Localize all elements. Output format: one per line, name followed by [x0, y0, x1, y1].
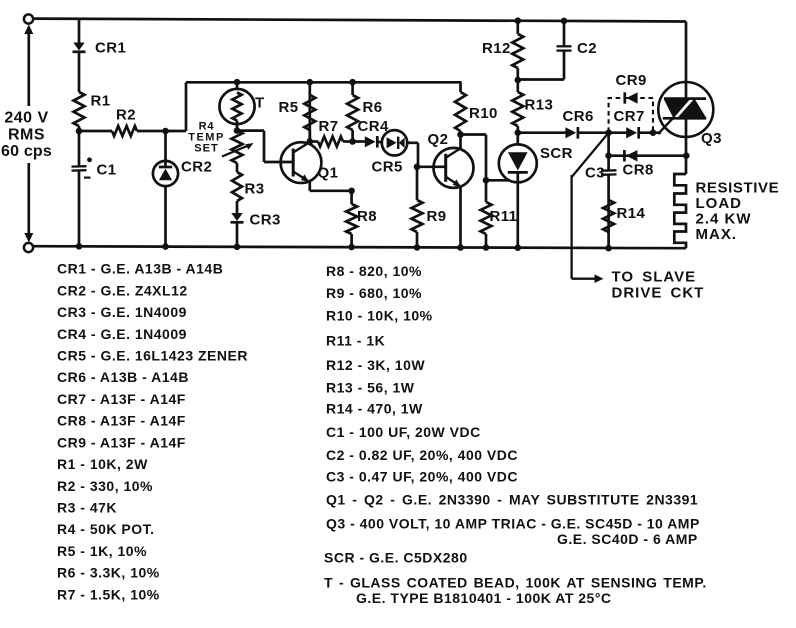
- svg-text:CR3 - G.E. 1N4009: CR3 - G.E. 1N4009: [57, 304, 187, 320]
- svg-text:R3 - 47K: R3 - 47K: [57, 500, 117, 516]
- svg-text:R13 - 56, 1W: R13 - 56, 1W: [326, 380, 415, 396]
- svg-text:R6 - 3.3K, 10%: R6 - 3.3K, 10%: [57, 565, 160, 581]
- svg-text:SCR - G.E. C5DX280: SCR - G.E. C5DX280: [324, 550, 468, 566]
- svg-text:R14: R14: [617, 205, 646, 222]
- svg-text:CR3: CR3: [250, 212, 281, 229]
- svg-text:CR2 - G.E. Z4XL12: CR2 - G.E. Z4XL12: [57, 282, 188, 298]
- svg-text:C1: C1: [97, 162, 117, 179]
- svg-text:60 cps: 60 cps: [1, 143, 52, 160]
- svg-text:R1: R1: [91, 93, 111, 110]
- svg-text:R8 - 820, 10%: R8 - 820, 10%: [326, 263, 422, 279]
- svg-text:R2 - 330, 10%: R2 - 330, 10%: [57, 478, 153, 494]
- svg-text:CR5 - G.E. 16L1423 ZENER: CR5 - G.E. 16L1423 ZENER: [57, 348, 248, 364]
- svg-text:R9: R9: [427, 208, 447, 225]
- svg-text:MAX.: MAX.: [696, 226, 738, 243]
- svg-text:CR8 - A13F - A14F: CR8 - A13F - A14F: [57, 413, 186, 429]
- svg-text:R4: R4: [199, 121, 215, 133]
- svg-text:T - GLASS COATED BEAD, 100K AT: T - GLASS COATED BEAD, 100K AT SENSING T…: [324, 575, 707, 591]
- svg-text:R3: R3: [245, 181, 265, 198]
- svg-text:CR4 - G.E. 1N4009: CR4 - G.E. 1N4009: [57, 326, 187, 342]
- svg-text:Q3 - 400 VOLT, 10 AMP TRIAC -: Q3 - 400 VOLT, 10 AMP TRIAC - G.E. SC45D…: [326, 515, 700, 531]
- svg-text:R4 - 50K POT.: R4 - 50K POT.: [57, 521, 155, 537]
- svg-text:R9 - 680, 10%: R9 - 680, 10%: [326, 285, 422, 301]
- svg-text:RMS: RMS: [8, 127, 45, 144]
- svg-text:C2: C2: [577, 40, 597, 57]
- svg-text:Q1 - Q2 - G.E. 2N3390 - MAY SU: Q1 - Q2 - G.E. 2N3390 - MAY SUBSTITUTE 2…: [326, 492, 698, 508]
- svg-text:R8: R8: [357, 208, 377, 225]
- svg-text:DRIVE CKT: DRIVE CKT: [612, 285, 705, 302]
- svg-text:Q1: Q1: [318, 165, 339, 182]
- svg-text:CR7 - A13F - A14F: CR7 - A13F - A14F: [57, 391, 186, 407]
- svg-text:C1 - 100 UF, 20W VDC: C1 - 100 UF, 20W VDC: [326, 424, 481, 440]
- svg-text:CR1 - G.E. A13B - A14B: CR1 - G.E. A13B - A14B: [57, 261, 223, 277]
- svg-text:R12: R12: [482, 40, 511, 57]
- svg-text:C3 - 0.47 UF, 20%, 400 VDC: C3 - 0.47 UF, 20%, 400 VDC: [326, 469, 518, 485]
- svg-text:CR2: CR2: [181, 159, 212, 176]
- svg-text:C3: C3: [585, 165, 605, 182]
- svg-text:R11: R11: [490, 208, 518, 225]
- svg-text:R12 - 3K, 10W: R12 - 3K, 10W: [326, 357, 425, 373]
- svg-text:Q2: Q2: [428, 131, 449, 148]
- svg-text:LOAD: LOAD: [696, 195, 743, 212]
- svg-text:R7 - 1.5K, 10%: R7 - 1.5K, 10%: [57, 586, 160, 602]
- svg-text:G.E. SC40D - 6 AMP: G.E. SC40D - 6 AMP: [557, 531, 698, 547]
- svg-text:CR6 - A13B - A14B: CR6 - A13B - A14B: [57, 369, 189, 385]
- svg-text:CR9 - A13F - A14F: CR9 - A13F - A14F: [57, 434, 186, 450]
- svg-text:SCR: SCR: [540, 145, 573, 162]
- svg-text:T: T: [255, 95, 265, 112]
- svg-text:CR9: CR9: [616, 72, 647, 89]
- svg-text:R2: R2: [116, 107, 136, 124]
- svg-text:Q3: Q3: [701, 130, 722, 147]
- svg-text:R11 - 1K: R11 - 1K: [326, 333, 385, 349]
- svg-text:CR6: CR6: [563, 108, 594, 125]
- svg-text:CR8: CR8: [623, 162, 654, 179]
- svg-text:C2 - 0.82 UF, 20%, 400 VDC: C2 - 0.82 UF, 20%, 400 VDC: [326, 447, 518, 463]
- svg-text:R14 - 470, 1W: R14 - 470, 1W: [326, 401, 423, 417]
- svg-text:R6: R6: [363, 99, 383, 116]
- svg-text:CR1: CR1: [95, 40, 126, 57]
- svg-text:TO SLAVE: TO SLAVE: [612, 269, 697, 286]
- svg-text:R10: R10: [469, 105, 498, 122]
- svg-text:TEMP: TEMP: [188, 132, 225, 144]
- svg-text:R5 - 1K, 10%: R5 - 1K, 10%: [57, 543, 147, 559]
- svg-text:SET: SET: [194, 143, 218, 155]
- svg-text:R10 - 10K, 10%: R10 - 10K, 10%: [326, 308, 433, 324]
- svg-text:2.4 KW: 2.4 KW: [696, 211, 752, 228]
- svg-text:R1 - 10K, 2W: R1 - 10K, 2W: [57, 456, 148, 472]
- svg-text:CR5: CR5: [372, 159, 403, 176]
- svg-text:CR7: CR7: [614, 108, 645, 125]
- svg-text:G.E. TYPE B1810401 - 100K AT 2: G.E. TYPE B1810401 - 100K AT 25°C: [356, 590, 612, 606]
- svg-text:R5: R5: [279, 99, 299, 116]
- svg-text:CR4: CR4: [358, 118, 389, 135]
- svg-text:R7: R7: [319, 118, 339, 135]
- svg-text:RESISTIVE: RESISTIVE: [696, 180, 780, 197]
- svg-text:R13: R13: [525, 97, 554, 114]
- svg-text:240 V: 240 V: [4, 110, 48, 127]
